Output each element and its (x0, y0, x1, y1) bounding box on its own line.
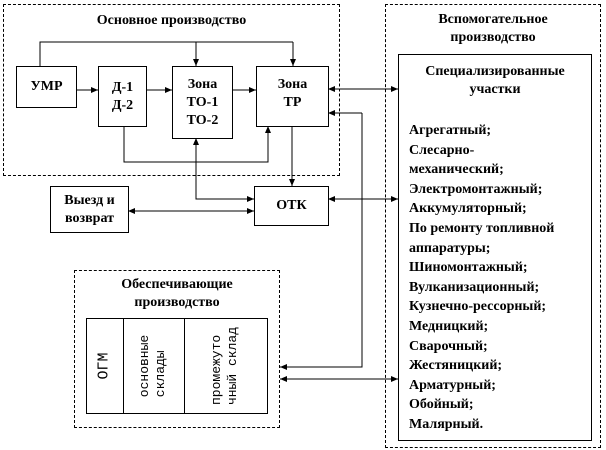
list-item: По ремонту топливной (409, 220, 555, 236)
list-item: Медницкий; (409, 318, 489, 334)
specialized-sections-list: Агрегатный; Слесарно- механический; Элек… (409, 121, 554, 435)
arrow-otk-zone-to (193, 138, 254, 202)
exit-label-line: возврат (65, 210, 114, 226)
exit-return-box: Выезд и возврат (50, 186, 129, 233)
auxiliary-production-group (385, 4, 601, 448)
zone-to-label-line: ТО-1 (186, 94, 219, 110)
auxiliary-title-line: производство (450, 30, 536, 45)
support-cell-text: ОГМ (95, 352, 113, 380)
zone-to-label-line: Зона (187, 76, 218, 92)
specialized-title-line: участки (469, 82, 521, 97)
support-cell-ogm: ОГМ (87, 319, 124, 413)
specialized-title: Специализированные участки (399, 63, 591, 99)
auxiliary-production-title: Вспомогательное производство (385, 11, 601, 47)
zone-tr-box: Зона ТР (256, 66, 329, 127)
otk-label: ОТК (276, 198, 307, 213)
support-cell-text: основные склады (138, 335, 170, 397)
list-item: механический; (409, 162, 504, 178)
support-production-group (74, 270, 280, 428)
list-item: аппаратуры; (409, 240, 491, 256)
list-item: Электромонтажный; (409, 181, 543, 197)
support-cell-intermediate-warehouse: промежуто чный склад (184, 319, 267, 413)
list-item: Аккумуляторный; (409, 201, 527, 217)
d-box: Д-1 Д-2 (98, 66, 147, 127)
otk-box: ОТК (254, 186, 329, 226)
support-cell-main-warehouses: основные склады (123, 319, 185, 413)
list-item: Малярный. (409, 416, 484, 432)
specialized-sections-box: Специализированные участки Агрегатный; С… (398, 54, 592, 441)
list-item: Обойный; (409, 397, 474, 413)
list-item: Вулканизационный; (409, 279, 540, 295)
support-cell-line: основные (137, 334, 153, 398)
list-item: Сварочный; (409, 338, 488, 354)
support-cell-text: промежуто чный склад (209, 327, 241, 405)
list-item: Арматурный; (409, 377, 496, 393)
list-item: Слесарно- (409, 142, 475, 158)
d-label-line: Д-2 (111, 97, 134, 113)
support-units-box: ОГМ основные склады промежуто чный склад (86, 318, 268, 414)
zone-to-box: Зона ТО-1 ТО-2 (172, 66, 233, 139)
specialized-title-line: Специализированные (425, 64, 565, 79)
main-production-title: Основное производство (96, 13, 247, 28)
support-title-line: производство (134, 295, 220, 310)
list-item: Шиномонтажный; (409, 260, 528, 276)
zone-tr-label-line: Зона (277, 77, 308, 92)
exit-label-line: Выезд и (64, 192, 115, 208)
d-label-line: Д-1 (111, 79, 134, 95)
support-production-title: Обеспечивающие производство (74, 276, 280, 312)
zone-tr-label-line: ТР (283, 95, 302, 110)
umr-box: УМР (16, 66, 77, 108)
support-cell-line: промежуто (209, 334, 225, 406)
support-cell-line: чный склад (225, 326, 241, 406)
support-cell-line: склады (153, 350, 169, 398)
zone-to-label-line: ТО-2 (186, 112, 219, 128)
auxiliary-title-line: Вспомогательное (438, 12, 548, 27)
list-item: Кузнечно-рессорный; (409, 299, 547, 315)
umr-label: УМР (30, 79, 63, 94)
feedback-line-top (39, 41, 293, 66)
support-title-line: Обеспечивающие (121, 277, 233, 292)
list-item: Агрегатный; (409, 123, 492, 138)
list-item: Жестяницкий; (409, 358, 503, 374)
